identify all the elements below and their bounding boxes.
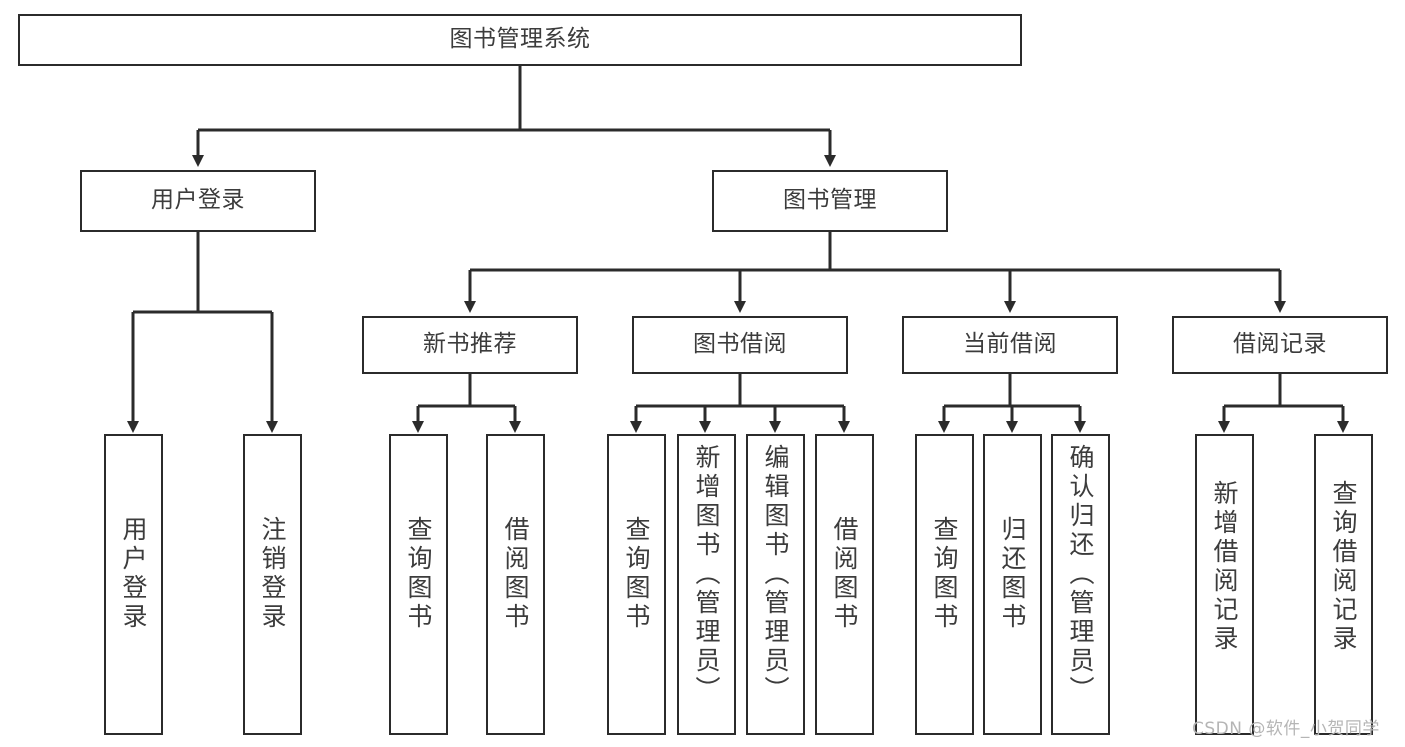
- node-label: 新书推荐: [423, 331, 517, 358]
- node-label: 图书管理: [783, 187, 877, 214]
- leaf-record-query-record[interactable]: 查询借阅记录: [1314, 434, 1373, 735]
- node-book-borrow[interactable]: 图书借阅: [632, 316, 848, 374]
- leaf-user-login[interactable]: 用户登录: [104, 434, 163, 735]
- leaf-user-logout[interactable]: 注销登录: [243, 434, 302, 735]
- leaf-current-confirm-return-admin[interactable]: 确认归还（管理员）: [1051, 434, 1110, 735]
- csdn-watermark: CSDN @软件_小贺同学: [1192, 719, 1380, 739]
- leaf-recommend-query-book[interactable]: 查询图书: [389, 434, 448, 735]
- node-book-management[interactable]: 图书管理: [712, 170, 948, 232]
- node-label: 查询图书: [404, 516, 433, 632]
- leaf-borrow-query-book[interactable]: 查询图书: [607, 434, 666, 735]
- node-label: 借阅记录: [1233, 331, 1327, 358]
- node-borrow-record[interactable]: 借阅记录: [1172, 316, 1388, 374]
- leaf-recommend-borrow-book[interactable]: 借阅图书: [486, 434, 545, 735]
- node-label: 归还图书: [998, 516, 1027, 632]
- node-label: 用户登录: [151, 187, 245, 214]
- node-label: 编辑图书（管理员）: [761, 444, 790, 705]
- node-label: 注销登录: [258, 516, 287, 632]
- node-label: 图书借阅: [693, 331, 787, 358]
- leaf-borrow-add-book-admin[interactable]: 新增图书（管理员）: [677, 434, 736, 735]
- node-root-system[interactable]: 图书管理系统: [18, 14, 1022, 66]
- node-label: 用户登录: [119, 516, 148, 632]
- node-label: 图书管理系统: [449, 26, 591, 53]
- leaf-record-add-record[interactable]: 新增借阅记录: [1195, 434, 1254, 735]
- node-label: 确认归还（管理员）: [1066, 444, 1095, 705]
- node-label: 新增借阅记录: [1210, 480, 1239, 654]
- node-label: 当前借阅: [963, 331, 1057, 358]
- node-label: 借阅图书: [830, 516, 859, 632]
- node-label: 新增图书（管理员）: [692, 444, 721, 705]
- leaf-borrow-edit-book-admin[interactable]: 编辑图书（管理员）: [746, 434, 805, 735]
- leaf-current-query-book[interactable]: 查询图书: [915, 434, 974, 735]
- node-label: 查询图书: [622, 516, 651, 632]
- node-user-login[interactable]: 用户登录: [80, 170, 316, 232]
- leaf-current-return-book[interactable]: 归还图书: [983, 434, 1042, 735]
- node-label: 查询借阅记录: [1329, 480, 1358, 654]
- node-label: 查询图书: [930, 516, 959, 632]
- leaf-borrow-borrow-book[interactable]: 借阅图书: [815, 434, 874, 735]
- node-current-borrow[interactable]: 当前借阅: [902, 316, 1118, 374]
- node-new-book-recommend[interactable]: 新书推荐: [362, 316, 578, 374]
- node-label: 借阅图书: [501, 516, 530, 632]
